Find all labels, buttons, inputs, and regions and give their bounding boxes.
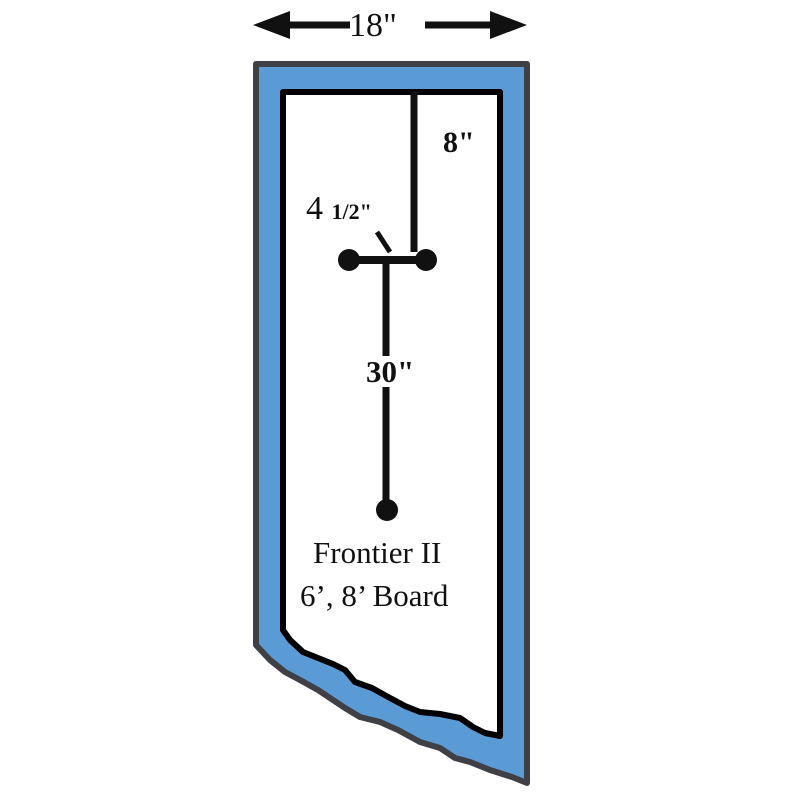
width-arrow [253, 11, 527, 39]
product-name: Frontier II [313, 535, 442, 570]
hole-spread-whole: 4 [306, 190, 323, 227]
hole-spread-label: 4 1/2" [306, 192, 372, 226]
product-sizes: 6’, 8’ Board [300, 578, 449, 613]
hole-bottom [376, 499, 398, 521]
playfield [280, 89, 503, 739]
width-dimension-label: 18" [349, 7, 397, 44]
hole-right [415, 249, 437, 271]
length-label: 30" [364, 354, 417, 389]
hole-spread-fraction: 1/2" [331, 199, 372, 224]
top-offset-label: 8" [443, 126, 475, 159]
spread-tick [374, 230, 393, 254]
hole-left [338, 249, 360, 271]
